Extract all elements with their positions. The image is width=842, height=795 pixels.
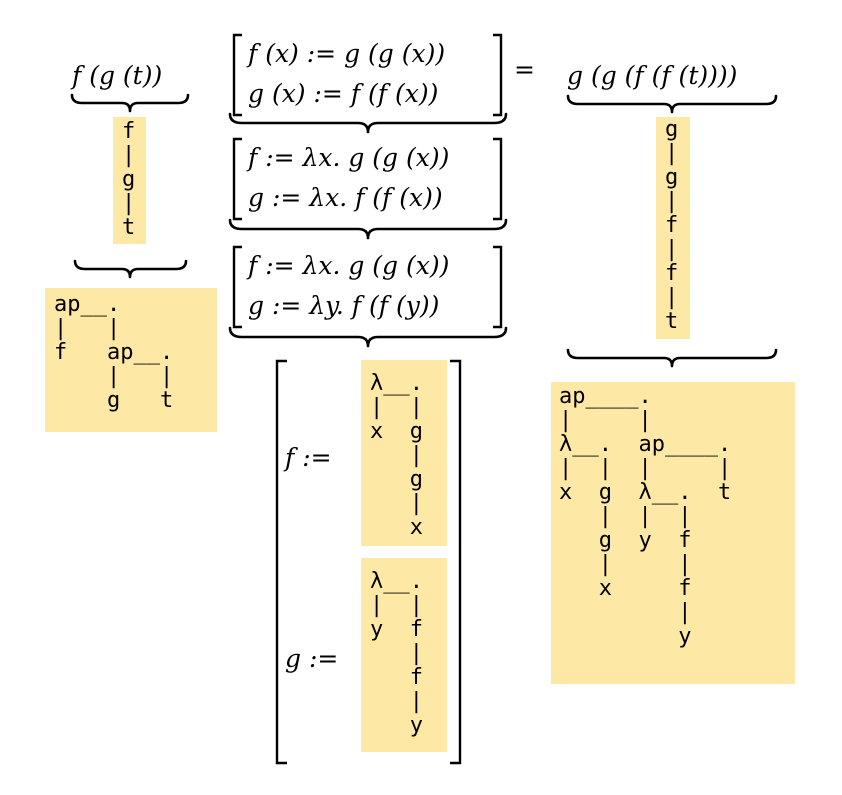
sub1-line-1: f (x) := g (g (x)): [248, 39, 446, 68]
left-tree-box: [113, 117, 146, 244]
sub1-line-2: g (x) := f (f (x)): [248, 79, 439, 108]
sub4-g-tree: λ__. | | y f | f | y: [370, 569, 423, 738]
left-ast: ap__. | | f ap__. | | g t: [54, 292, 174, 413]
sub4-right-bracket: [450, 359, 462, 765]
sub3-line-1: f := λx. g (g (x)): [248, 251, 450, 280]
sub4-g-label: g :=: [285, 644, 339, 673]
left-tree: f | g | t: [122, 119, 136, 240]
sub2-brace: [228, 218, 508, 240]
right-ast-box: [551, 382, 795, 684]
right-top-brace: [566, 94, 778, 114]
right-expression: g (g (f (f (t)))): [567, 61, 738, 90]
right-ast: ap____. | | λ__. ap____. | | | | x g λ__…: [559, 384, 732, 649]
sub1-right-bracket: [493, 33, 503, 117]
equals-sign: =: [514, 55, 535, 84]
sub2-line-1: f := λx. g (g (x)): [248, 143, 450, 172]
sub4-left-bracket: [275, 359, 287, 765]
sub2-right-bracket: [493, 137, 503, 221]
sub1-left-bracket: [232, 33, 242, 117]
sub3-right-bracket: [493, 245, 503, 329]
left-expression: f (g (t)): [72, 61, 163, 90]
sub3-brace: [228, 326, 508, 348]
left-top-brace: [70, 93, 190, 113]
right-ast-brace: [566, 348, 778, 368]
sub3-line-2: g := λy. f (f (y)): [248, 291, 440, 320]
sub3-left-bracket: [232, 245, 242, 329]
sub4-f-label: f :=: [285, 443, 332, 472]
sub4-f-tree: λ__. | | x g | g | x: [370, 371, 423, 540]
sub2-left-bracket: [232, 137, 242, 221]
sub1-brace: [228, 112, 508, 134]
left-ast-brace: [73, 259, 188, 279]
left-ast-box: [45, 288, 217, 432]
sub2-line-2: g := λx. f (f (x)): [248, 183, 443, 212]
sub4-g-tree-box: [361, 558, 447, 752]
sub4-f-tree-box: [361, 360, 447, 546]
right-tree-box: [656, 117, 690, 339]
right-tree: g | g | f | f | t: [665, 117, 679, 334]
